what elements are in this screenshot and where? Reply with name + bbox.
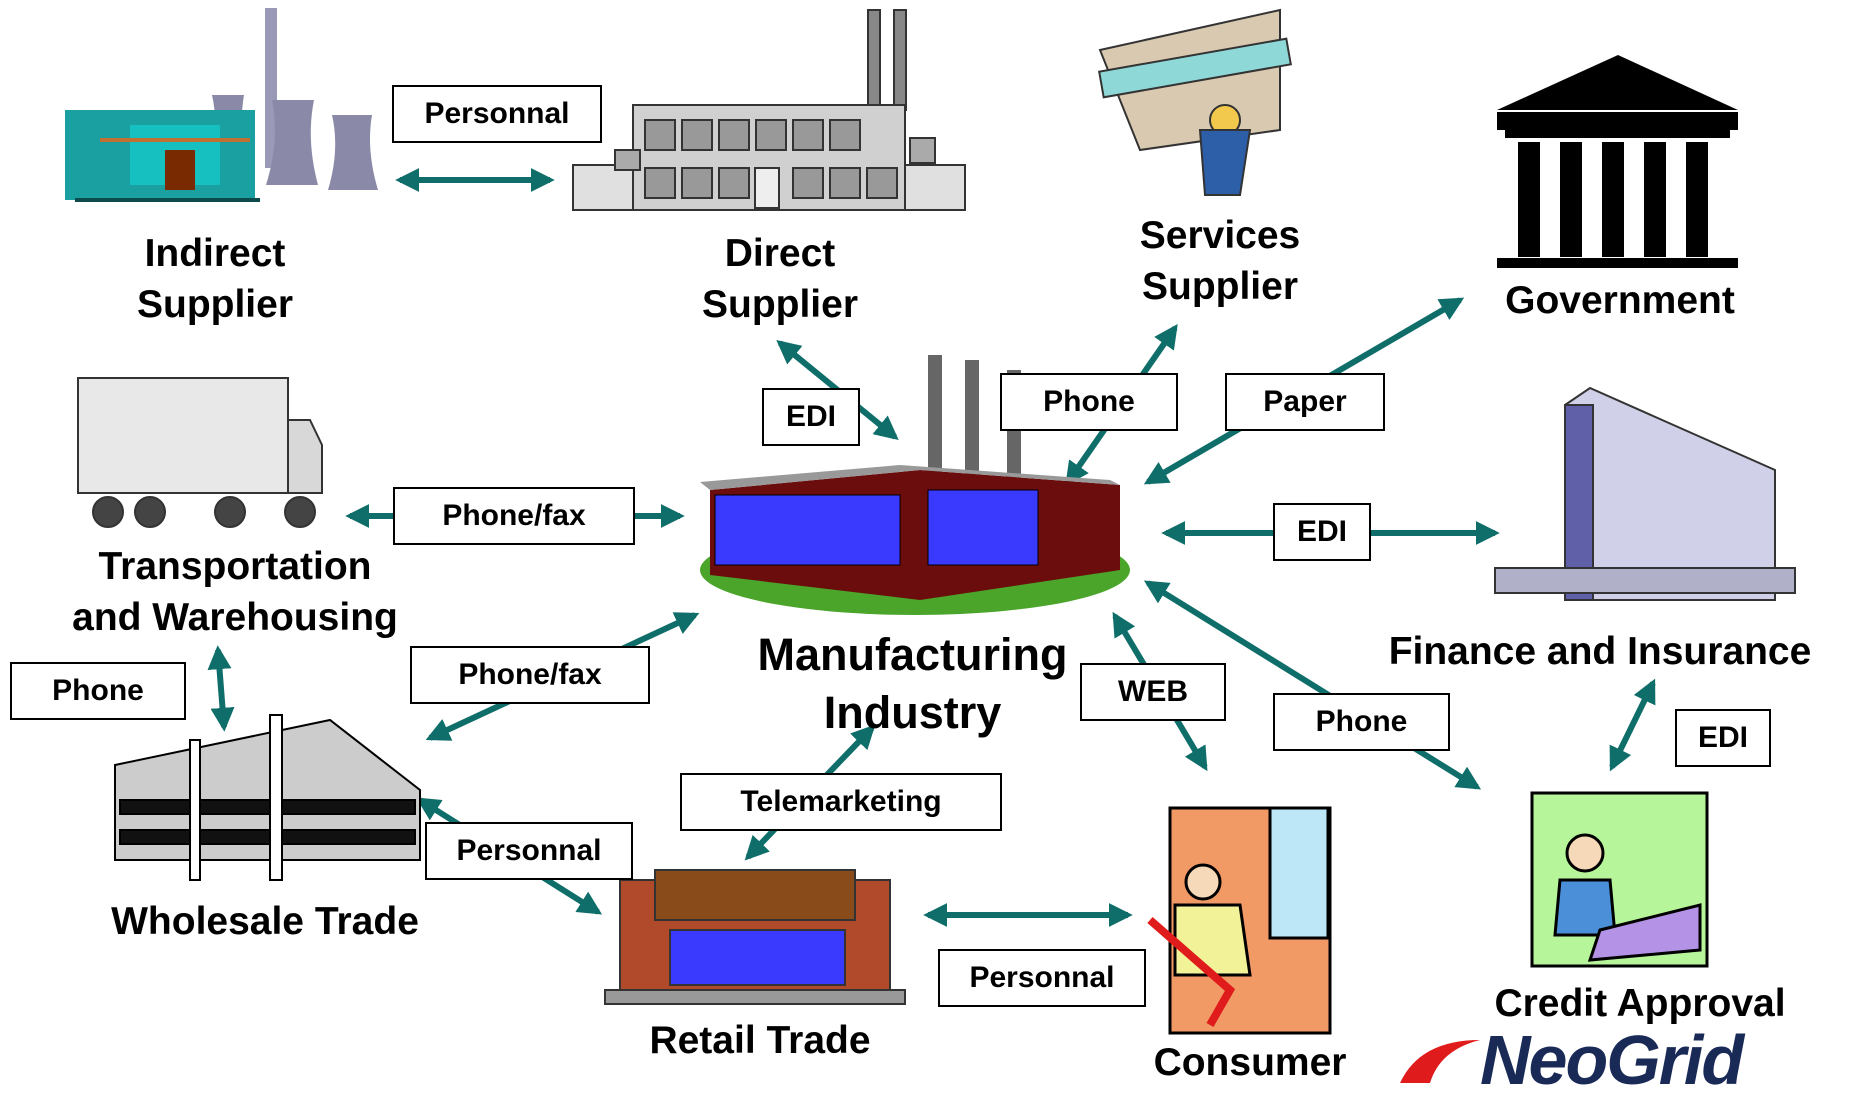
channel-manufacturing-consumer: WEB [1080,663,1226,721]
channel-finance-credit: EDI [1675,709,1771,767]
node-finance-line1: Finance and Insurance [1388,630,1812,673]
arrow-transport-wholesale [207,645,235,732]
node-transportation-line2: and Warehousing [72,596,398,639]
channel-direct-manufacturing: EDI [762,388,860,446]
node-manufacturing-line1: Manufacturing [757,629,1068,680]
node-transportation: Transportation and Warehousing [40,541,430,643]
node-wholesale: Wholesale Trade [85,896,445,947]
node-transportation-line1: Transportation [98,545,372,588]
node-consumer-line1: Consumer [1153,1041,1347,1084]
warehouse-icon [114,714,421,881]
neogrid-logo-mark [1400,1040,1480,1083]
node-manufacturing-line2: Industry [823,687,1002,738]
channel-retail-manufacturing: Telemarketing [680,773,1002,831]
node-retail: Retail Trade [620,1015,900,1066]
node-direct-supplier: Direct Supplier [665,228,895,330]
office-tower-icon [1494,386,1796,601]
truck-icon [77,377,323,528]
node-wholesale-line1: Wholesale Trade [111,900,419,943]
node-indirect-supplier: Indirect Supplier [100,228,330,330]
channel-wholesale-manufacturing: Phone/fax [410,646,650,704]
node-manufacturing: Manufacturing Industry [740,626,1085,742]
node-retail-line1: Retail Trade [649,1019,871,1062]
node-indirect-supplier-line1: Indirect [144,232,286,275]
channel-manufacturing-finance: EDI [1273,503,1371,561]
channel-transport-wholesale: Phone [10,662,186,720]
channel-manufacturing-credit: Phone [1273,693,1450,751]
neogrid-logo-text: NeoGrid [1480,1021,1744,1099]
consumer-icon [1147,806,1332,1035]
node-services-supplier-line1: Services [1139,214,1301,257]
node-finance: Finance and Insurance [1365,626,1835,677]
channel-services-manufacturing: Phone [1000,373,1178,431]
channel-transport-manufacturing: Phone/fax [393,487,635,545]
channel-indirect-direct: Personnal [392,85,602,143]
power-plant-icon [65,8,378,202]
channel-government-manufacturing: Paper [1225,373,1385,431]
node-direct-supplier-line2: Supplier [701,283,859,326]
factory-icon [572,9,966,211]
node-credit: Credit Approval [1470,978,1810,1029]
node-government: Government [1470,275,1770,326]
node-indirect-supplier-line2: Supplier [136,283,294,326]
node-government-line1: Government [1505,279,1735,322]
node-direct-supplier-line1: Direct [724,232,836,275]
government-building-icon [1497,55,1738,268]
node-services-supplier: Services Supplier [1100,210,1340,312]
channel-wholesale-retail: Personnal [425,822,633,880]
node-services-supplier-line2: Supplier [1141,265,1299,308]
worker-icon [1098,8,1292,196]
neogrid-logo: NeoGrid [1400,1025,1856,1095]
node-credit-line1: Credit Approval [1494,982,1786,1025]
channel-retail-consumer: Personnal [938,949,1146,1007]
retail-store-icon [604,869,906,1005]
arrow-manufacturing-credit [1143,580,1482,790]
phone-call-icon [1530,791,1709,968]
node-consumer: Consumer [1140,1037,1360,1088]
arrow-finance-credit [1609,678,1656,772]
